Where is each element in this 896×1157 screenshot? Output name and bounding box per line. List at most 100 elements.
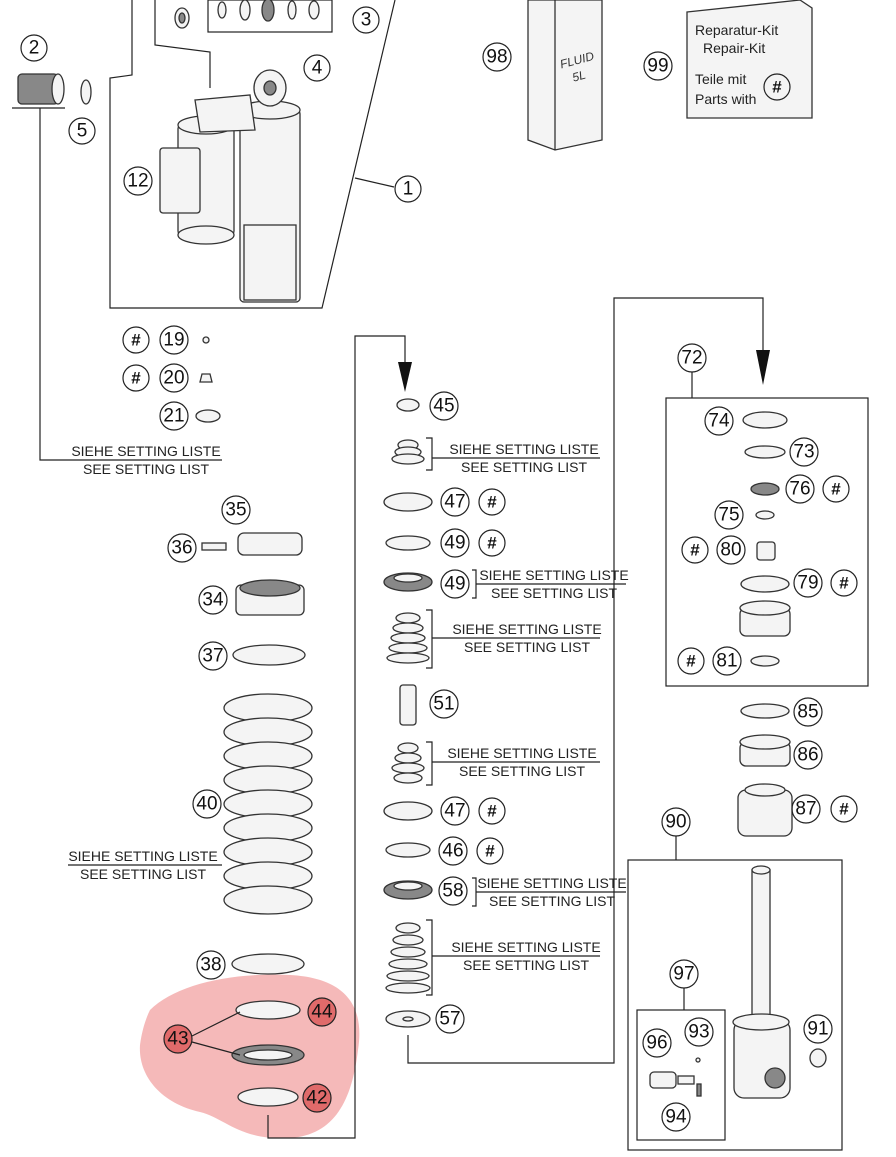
- hash-icon-20: #: [131, 369, 141, 388]
- washer-47a: [383, 492, 433, 512]
- setting-list-en-3: SEE SETTING LIST: [491, 585, 617, 601]
- callout-36: 36: [171, 538, 192, 559]
- setting-list-en-6: SEE SETTING LIST: [80, 866, 206, 882]
- hash-icon-49a: #: [487, 534, 497, 553]
- ring-49a: [385, 535, 431, 551]
- washer-47b: [383, 801, 433, 821]
- arrow-down-icon-72: [756, 350, 770, 385]
- piston-49b: [383, 572, 433, 592]
- setting-list-en-2: SEE SETTING LIST: [461, 459, 587, 475]
- valve-51: [399, 684, 417, 726]
- fluid-can-icon: FLUID 5L: [527, 0, 603, 151]
- callout-86: 86: [797, 745, 818, 766]
- spring-seat-34: [235, 579, 305, 616]
- callout-98: 98: [486, 47, 507, 68]
- callout-34: 34: [202, 590, 224, 611]
- hash-icon-81: #: [686, 652, 696, 671]
- seal-43: [231, 1044, 305, 1066]
- parts-with-de: Teile mit: [695, 71, 746, 87]
- setting-list-en-8: SEE SETTING LIST: [463, 957, 589, 973]
- kit-box-4: [207, 0, 333, 33]
- setting-list-de-1: SIEHE SETTING LISTE: [71, 443, 220, 459]
- shim-stack-top: [391, 439, 425, 465]
- shim-stack-bottom: [385, 922, 431, 994]
- piston-rod-91: [732, 865, 827, 1099]
- callout-91: 91: [807, 1019, 828, 1040]
- valve-kit-box: [636, 1009, 726, 1141]
- assembly-outline-1: [109, 0, 396, 309]
- callout-90: 90: [665, 812, 686, 833]
- callout-38: 38: [200, 955, 221, 976]
- callout-46: 46: [442, 841, 463, 862]
- hash-icon-46: #: [485, 842, 495, 861]
- setting-list-de-2: SIEHE SETTING LISTE: [449, 441, 598, 457]
- setting-list-de-3: SIEHE SETTING LISTE: [479, 567, 628, 583]
- callout-49a: 49: [444, 533, 465, 554]
- setting-list-de-7: SIEHE SETTING LISTE: [477, 875, 626, 891]
- valve-parts-93-96: [649, 1057, 702, 1097]
- callout-58: 58: [442, 881, 463, 902]
- arrow-down-icon-45: [398, 362, 412, 392]
- hash-icon-76: #: [831, 480, 841, 499]
- fluid-volume: 5L: [571, 68, 588, 85]
- setting-list-de-5: SIEHE SETTING LISTE: [447, 745, 596, 761]
- callout-47b: 47: [444, 801, 465, 822]
- washer-57: [385, 1010, 431, 1028]
- reservoir-parts: [739, 411, 791, 667]
- piston-rod-box: [627, 859, 843, 1151]
- leader-1: [354, 177, 395, 188]
- setting-brackets-center: [68, 437, 626, 996]
- washer-38: [231, 953, 305, 975]
- callout-81: 81: [716, 651, 737, 672]
- setting-list-en-7: SEE SETTING LIST: [489, 893, 615, 909]
- setting-list-de-6: SIEHE SETTING LISTE: [68, 848, 217, 864]
- callout-74: 74: [708, 411, 730, 432]
- callout-96: 96: [646, 1033, 667, 1054]
- hash-icon-47b: #: [487, 802, 497, 821]
- callout-87: 87: [795, 799, 816, 820]
- rebound-adjuster: [12, 73, 65, 109]
- adjuster-ring-35: [237, 532, 303, 556]
- callout-72: 72: [681, 348, 702, 369]
- hash-icon-80: #: [690, 541, 700, 560]
- hash-icon-47a: #: [487, 493, 497, 512]
- repair-kit-de: Reparatur-Kit: [695, 22, 778, 38]
- callout-12: 12: [127, 171, 148, 192]
- callout-75: 75: [718, 505, 739, 526]
- callout-37: 37: [202, 646, 223, 667]
- callout-45: 45: [433, 396, 454, 417]
- callout-73: 73: [793, 442, 814, 463]
- hash-symbol-icon: #: [772, 78, 782, 97]
- callout-51: 51: [433, 694, 454, 715]
- reservoir-parts-box: [665, 397, 869, 687]
- nut-45: [396, 398, 420, 412]
- shock-body: [159, 69, 301, 303]
- small-parts-19-21: [195, 336, 221, 423]
- callout-19: 19: [163, 330, 184, 351]
- setting-list-de-4: SIEHE SETTING LISTE: [452, 621, 601, 637]
- callout-5: 5: [77, 121, 88, 142]
- callout-49b: 49: [444, 574, 465, 595]
- screw-36: [201, 542, 227, 551]
- ring-44: [235, 1000, 301, 1020]
- spring-40: [223, 693, 313, 915]
- callout-93: 93: [688, 1022, 709, 1043]
- setting-list-en-4: SEE SETTING LIST: [464, 639, 590, 655]
- repair-kit-en: Repair-Kit: [703, 40, 765, 56]
- callout-3: 3: [361, 10, 372, 31]
- leader-bottom-center: [407, 297, 764, 1064]
- hash-icon-87: #: [839, 800, 849, 819]
- setting-list-de-8: SIEHE SETTING LISTE: [451, 939, 600, 955]
- callout-4: 4: [312, 58, 323, 79]
- setting-list-en-5: SEE SETTING LIST: [459, 763, 585, 779]
- o-ring-5: [80, 79, 92, 105]
- part-small-nut: [174, 7, 190, 29]
- leader-43-44: [191, 1011, 241, 1037]
- setting-list-labels: SIEHE SETTING LISTE SEE SETTING LIST SIE…: [68, 441, 628, 973]
- leader-42-bottom: [267, 335, 406, 1139]
- shim-stack-mid: [386, 612, 430, 664]
- ring-42: [237, 1087, 299, 1107]
- callout-97: 97: [673, 964, 694, 985]
- hash-icon-79: #: [839, 574, 849, 593]
